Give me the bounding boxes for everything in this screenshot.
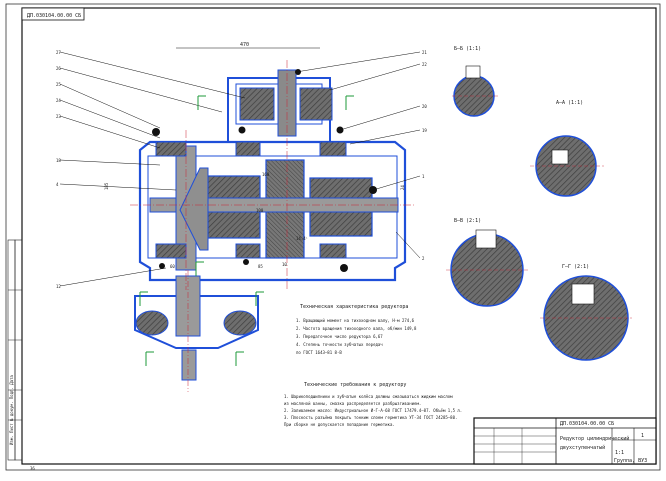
part-12: 12 <box>56 284 61 289</box>
part-26: 26 <box>56 66 61 71</box>
tech-item-1: 1. Вращающий момент на тихоходном валу, … <box>296 318 415 323</box>
part-21: 21 <box>422 50 427 55</box>
title-scale: 1:1 <box>615 450 624 456</box>
dim-h: 10 <box>282 262 287 267</box>
tech-item-5: по ГОСТ 1643–81 8-В <box>296 350 342 355</box>
dim-c: 14,4ⁱ <box>296 236 308 241</box>
side-stamp-text: Изм. Лист № докум. Подп. Дата <box>9 375 14 445</box>
outer-frame <box>5 3 661 471</box>
dim-g: 24 <box>400 185 405 190</box>
section-gg-title: Г–Г (2:1) <box>562 264 589 270</box>
tech-requirements: Технические требования к редуктору 1. Ша… <box>284 381 462 427</box>
inner-frame <box>21 7 657 465</box>
section-vv: В–В (2:1) <box>446 218 528 307</box>
section-aa-title: А–А (1:1) <box>556 100 583 106</box>
section-vv-title: В–В (2:1) <box>454 218 481 224</box>
tech-item-2: 2. Частота вращения тихоходного вала, об… <box>296 326 417 331</box>
section-bb-title: Б–Б (1:1) <box>454 46 481 52</box>
doc-code-top: ДП.030104.00.00 СБ <box>21 7 85 21</box>
req-item-5: При сборке не допускается попадание герм… <box>284 422 395 427</box>
tech-item-4: 4. Степень точности зубчатых передач <box>296 342 383 347</box>
part-27: 27 <box>56 50 61 55</box>
tech-heading: Техническая характеристика редуктора <box>300 304 408 310</box>
part-24: 24 <box>56 98 61 103</box>
dim-f: 85 <box>258 264 263 269</box>
tech-characteristics: Техническая характеристика редуктора 1. … <box>296 304 417 355</box>
req-heading: Технические требования к редуктору <box>304 381 406 388</box>
req-item-2: из масляной ванны, смазка распределяется… <box>284 401 421 406</box>
section-gg: Г–Г (2:1) <box>540 264 632 361</box>
dim-top: 470 <box>240 42 249 48</box>
title-name-line1: Редуктор цилиндрический <box>560 436 629 442</box>
dim-b: 100 <box>256 208 264 213</box>
title-doc-code: ДП.030104.00.00 СБ <box>560 421 614 427</box>
part-2: 2 <box>422 256 425 261</box>
part-18: 18 <box>56 158 61 163</box>
title-block: ДП.030104.00.00 СБ Редуктор цилиндрическ… <box>473 417 657 465</box>
part-4: 4 <box>56 182 59 187</box>
part-20: 20 <box>422 104 427 109</box>
title-org: Группа, ВУЗ <box>614 458 647 464</box>
tech-item-3: 3. Передаточное число редуктора 6,67 <box>296 334 383 339</box>
part-1: 1 <box>422 174 425 179</box>
req-item-3: 2. Заливаемое масло: Индустриальное И-Г-… <box>284 408 462 413</box>
req-item-1: 1. Шарикоподшипники и зубчатые колёса до… <box>284 394 453 399</box>
section-aa: А–А (1:1) <box>530 100 604 197</box>
title-sheet: 1 <box>641 433 644 439</box>
part-19: 19 <box>422 128 427 133</box>
part-22: 22 <box>422 62 427 67</box>
dim-d: 185 <box>104 182 109 190</box>
dim-e: 60 <box>170 264 175 269</box>
title-name-line2: двухступенчатый <box>560 445 605 451</box>
dim-a: 160 <box>262 172 270 177</box>
section-bb: Б–Б (1:1) <box>452 46 498 117</box>
part-25: 25 <box>56 82 61 87</box>
doc-code-topleft-text: ДП.030104.00.00 СБ <box>27 13 81 19</box>
part-23: 23 <box>56 114 61 119</box>
left-side-stamp: Изм. Лист № докум. Подп. Дата <box>7 239 23 461</box>
req-item-4: 3. Плоскость разъёма покрыть тонким слое… <box>284 415 457 420</box>
gearbox-main-view: 470 160 100 14,4ⁱ 185 60 85 24 10 27 26 … <box>56 42 427 392</box>
bottom-sheet-number: 36 <box>30 466 35 471</box>
